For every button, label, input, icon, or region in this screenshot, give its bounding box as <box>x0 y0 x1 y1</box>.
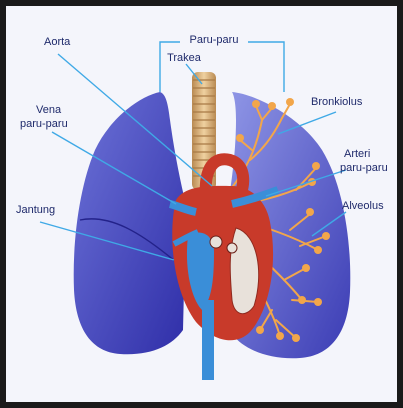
label-vena: Vena <box>36 104 61 117</box>
label-vena-line2: paru-paru <box>20 118 68 131</box>
label-aorta: Aorta <box>44 36 70 49</box>
label-paru-paru: Paru-paru <box>183 34 245 47</box>
label-bronkiolus: Bronkiolus <box>311 96 362 109</box>
heart-valve <box>210 236 222 248</box>
label-trakea: Trakea <box>160 52 208 65</box>
label-arteri-line2: paru-paru <box>340 162 388 175</box>
heart-valve-2 <box>227 243 237 253</box>
label-alveolus: Alveolus <box>342 200 384 213</box>
vena-cava <box>202 300 214 380</box>
label-arteri: Arteri <box>344 148 370 161</box>
label-jantung: Jantung <box>16 204 55 217</box>
